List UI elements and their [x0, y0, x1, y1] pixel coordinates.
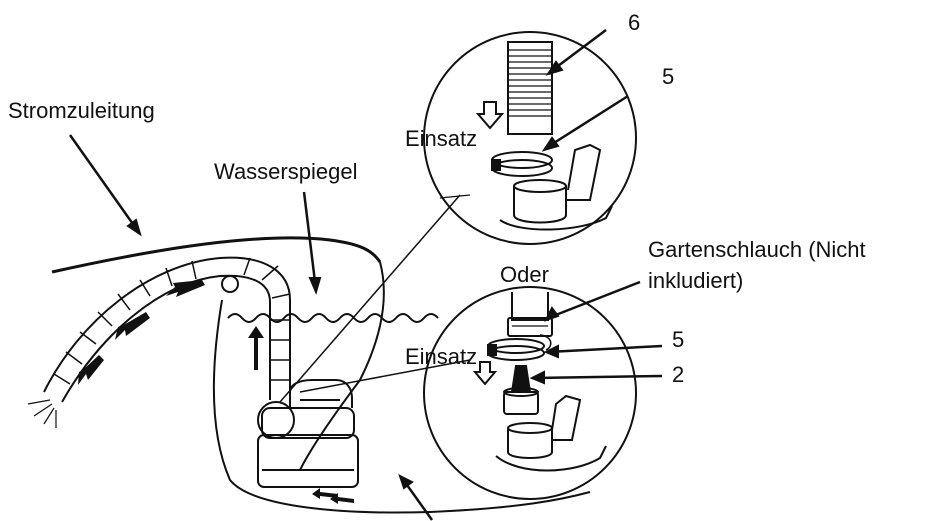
pump-outlet-bottom — [495, 394, 607, 472]
discharge-hose-outer — [43, 256, 291, 400]
garden-hose-pointer — [547, 280, 641, 320]
insert-down-arrow-top — [475, 101, 505, 130]
water-level-label: Wasserspiegel — [214, 159, 358, 184]
insert-down-arrow-bottom — [472, 361, 498, 386]
water-surface — [227, 313, 439, 323]
container-outline — [213, 299, 591, 514]
power-cable-pointer — [68, 134, 142, 235]
garden-hose — [507, 292, 553, 337]
part-2-pointer — [533, 374, 663, 380]
part-number-5-top: 5 — [662, 64, 675, 89]
water-spray — [27, 399, 57, 428]
part-number-6: 6 — [628, 10, 641, 35]
water-level-pointer-head — [308, 277, 322, 295]
detail-circle-bottom — [423, 286, 637, 500]
flow-arrows — [78, 280, 354, 504]
detail-leader-top — [279, 194, 461, 403]
detail-leader-bottom — [299, 359, 471, 393]
part-5-bottom-pointer-head — [543, 344, 559, 359]
discharge-hose-inner — [61, 274, 271, 403]
power-cable-label: Stromzuleitung — [8, 98, 155, 123]
insert-label-top: Einsatz — [405, 126, 478, 151]
insert-ring-bottom — [487, 338, 545, 361]
garden-hose-label-line1: Gartenschlauch (Nicht — [648, 237, 866, 262]
pump-body — [257, 379, 359, 488]
water-level-pointer — [302, 191, 318, 291]
container-pointer-head — [398, 474, 414, 490]
part-5-top-pointer — [545, 94, 629, 150]
detail-top-connector — [439, 194, 471, 199]
part-5-top-pointer-head — [541, 136, 560, 152]
part-number-5-bottom: 5 — [672, 327, 685, 352]
insert-label-bottom: Einsatz — [405, 344, 478, 369]
part-number-2: 2 — [672, 362, 685, 387]
insert-ring-top — [491, 151, 553, 177]
power-cable-line — [51, 236, 382, 274]
power-cable-pointer-head — [126, 218, 142, 237]
hose-clip — [221, 275, 239, 293]
garden-hose-pointer-head — [544, 306, 560, 322]
garden-hose-label-line2: inkludiert) — [648, 268, 744, 293]
corrugated-hose-6 — [507, 41, 553, 135]
hose-adapter-2 — [503, 365, 539, 415]
twist-arrow — [539, 334, 552, 351]
detail-circle-top — [423, 31, 637, 245]
part-5-bottom-pointer — [547, 344, 663, 354]
part-2-pointer-head — [529, 370, 545, 385]
hose-ribs — [53, 257, 291, 385]
pump-outlet-top — [499, 143, 613, 231]
part-6-pointer-head — [545, 60, 564, 76]
or-label: Oder — [500, 262, 549, 287]
